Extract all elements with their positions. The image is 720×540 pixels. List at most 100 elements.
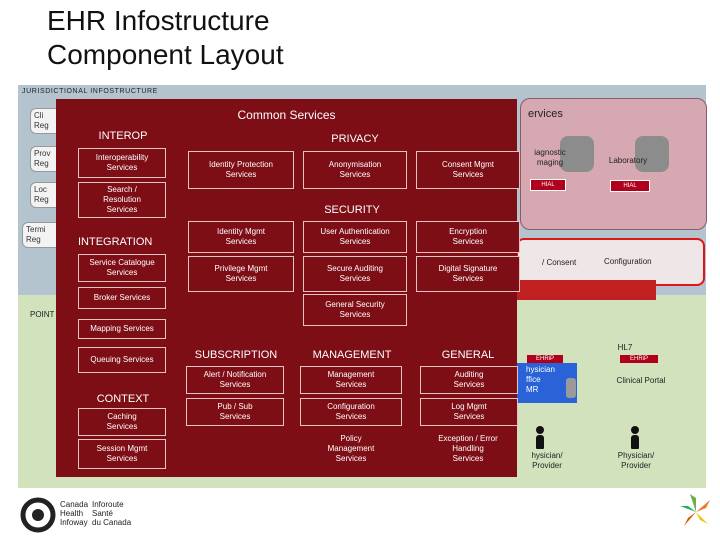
exception-error-handling-services-label: Exception / Error Handling Services bbox=[438, 434, 498, 463]
interop-heading: INTEROP bbox=[98, 130, 148, 142]
database-icon bbox=[560, 136, 594, 172]
page-title: EHR Infostructure Component Layout bbox=[47, 4, 284, 72]
service-label: Log Mgmt Services bbox=[451, 402, 487, 421]
infoway-wordmark-en: Canada Health Infoway bbox=[60, 500, 88, 527]
service-label: Interoperability Services bbox=[95, 153, 149, 172]
auditing-services-box: Auditing Services bbox=[420, 366, 518, 394]
hl7-label: HL7 bbox=[617, 343, 633, 352]
footer-text: Inforoute bbox=[92, 500, 124, 509]
search-resolution-services-box: Search / Resolution Services bbox=[78, 182, 166, 218]
service-label: Session Mgmt Services bbox=[96, 444, 148, 463]
caching-services-box: Caching Services bbox=[78, 408, 166, 436]
mapping-services-box: Mapping Services bbox=[78, 319, 166, 339]
secure-auditing-services-box: Secure Auditing Services bbox=[303, 256, 407, 292]
service-label: Pub / Sub Services bbox=[217, 402, 253, 421]
service-label: Identity Mgmt Services bbox=[216, 227, 265, 246]
service-label: Encryption Services bbox=[449, 227, 487, 246]
subscription-heading: SUBSCRIPTION bbox=[194, 349, 278, 361]
database-icon bbox=[635, 136, 669, 172]
footer-text: Canada bbox=[60, 500, 89, 509]
service-label: Consent Mgmt Services bbox=[441, 160, 495, 179]
diagnostic-imaging-label: iagnostic maging bbox=[534, 148, 566, 167]
ehrip-badge: EHRiP bbox=[527, 355, 563, 363]
common-services-title: Common Services bbox=[237, 108, 336, 122]
service-label: General Security Services bbox=[325, 300, 385, 319]
title-line-1: EHR Infostructure bbox=[47, 5, 270, 36]
service-label: Alert / Notification Services bbox=[203, 370, 267, 389]
service-catalogue-services-box: Service Catalogue Services bbox=[78, 254, 166, 282]
service-label: Secure Auditing Services bbox=[326, 264, 384, 283]
infoway-wordmark-fr: Inforoute Santé du Canada bbox=[92, 500, 131, 527]
queuing-services-box: Queuing Services bbox=[78, 347, 166, 373]
database-icon bbox=[566, 378, 576, 398]
point-of-service-label: POINT bbox=[30, 310, 55, 319]
management-heading: MANAGEMENT bbox=[312, 349, 392, 361]
physician-office-emr-label: hysician ffice MR bbox=[526, 365, 555, 394]
management-services-box: Management Services bbox=[300, 366, 402, 394]
pinwheel-icon bbox=[678, 490, 714, 537]
footer-text: Santé bbox=[92, 509, 113, 518]
service-label: Caching Services bbox=[106, 412, 138, 431]
privacy-heading: PRIVACY bbox=[331, 133, 379, 145]
service-label: Management Services bbox=[327, 370, 375, 389]
privilege-mgmt-services-box: Privilege Mgmt Services bbox=[188, 256, 294, 292]
ehr-bus-bar bbox=[516, 280, 656, 300]
context-heading: CONTEXT bbox=[96, 393, 150, 405]
registry-label: Termi bbox=[26, 225, 46, 234]
policy-management-services-label: Policy Management Services bbox=[327, 434, 375, 463]
registry-label: Cli bbox=[34, 111, 44, 120]
pub-sub-services-box: Pub / Sub Services bbox=[186, 398, 284, 426]
physician-provider-label: hysician/ Provider bbox=[531, 451, 563, 470]
session-mgmt-services-box: Session Mgmt Services bbox=[78, 439, 166, 469]
registry-label: Reg bbox=[34, 159, 49, 168]
identity-protection-services-box: Identity Protection Services bbox=[188, 151, 294, 189]
service-label: Search / Resolution Services bbox=[103, 185, 141, 214]
service-label: Privilege Mgmt Services bbox=[214, 264, 268, 283]
service-label: User Authentication Services bbox=[320, 227, 390, 246]
encryption-services-box: Encryption Services bbox=[416, 221, 520, 253]
service-label: Mapping Services bbox=[90, 324, 154, 333]
laboratory-label: Laboratory bbox=[608, 156, 648, 165]
person-icon bbox=[630, 426, 640, 449]
jurisdictional-label: JURISDICTIONAL INFOSTRUCTURE bbox=[22, 88, 158, 95]
general-security-services-box: General Security Services bbox=[303, 294, 407, 326]
registry-label: Reg bbox=[26, 235, 41, 244]
digital-signature-services-box: Digital Signature Services bbox=[416, 256, 520, 292]
ehr-services-title: ervices bbox=[528, 108, 563, 120]
hial-badge: HIAL bbox=[530, 179, 566, 191]
service-label: Configuration Services bbox=[327, 402, 375, 421]
consent-mgmt-services-box: Consent Mgmt Services bbox=[416, 151, 520, 189]
ehr-services-panel bbox=[520, 98, 707, 230]
ehrip-badge: EHRiP bbox=[620, 355, 658, 363]
anonymisation-services-box: Anonymisation Services bbox=[303, 151, 407, 189]
service-label: Identity Protection Services bbox=[208, 160, 274, 179]
footer-text: Infoway bbox=[60, 518, 88, 527]
service-label: Digital Signature Services bbox=[438, 264, 498, 283]
registry-label: Prov bbox=[34, 149, 51, 158]
security-heading: SECURITY bbox=[324, 204, 380, 216]
service-label: Broker Services bbox=[93, 293, 151, 302]
service-label: Queuing Services bbox=[90, 355, 154, 364]
infoway-logo bbox=[20, 497, 56, 538]
physician-provider-label: Physician/ Provider bbox=[617, 451, 655, 470]
configuration-label: Configuration bbox=[604, 257, 652, 266]
person-icon bbox=[535, 426, 545, 449]
service-label: Anonymisation Services bbox=[328, 160, 382, 179]
footer-text: du Canada bbox=[92, 518, 132, 527]
registry-label: Loc bbox=[34, 185, 47, 194]
alert-notification-services-box: Alert / Notification Services bbox=[186, 366, 284, 394]
integration-heading: INTEGRATION bbox=[78, 236, 153, 248]
registry-label: Reg bbox=[34, 195, 49, 204]
hial-badge: HIAL bbox=[610, 180, 650, 192]
user-authentication-services-box: User Authentication Services bbox=[303, 221, 407, 253]
clinical-portal-label: Clinical Portal bbox=[616, 376, 666, 385]
title-line-2: Component Layout bbox=[47, 39, 284, 70]
footer-text: Health bbox=[60, 509, 84, 518]
configuration-services-box: Configuration Services bbox=[300, 398, 402, 426]
consent-label: / Consent bbox=[542, 258, 577, 267]
interoperability-services-box: Interoperability Services bbox=[78, 148, 166, 178]
identity-mgmt-services-box: Identity Mgmt Services bbox=[188, 221, 294, 253]
log-mgmt-services-box: Log Mgmt Services bbox=[420, 398, 518, 426]
general-heading: GENERAL bbox=[441, 349, 495, 361]
broker-services-box: Broker Services bbox=[78, 287, 166, 309]
